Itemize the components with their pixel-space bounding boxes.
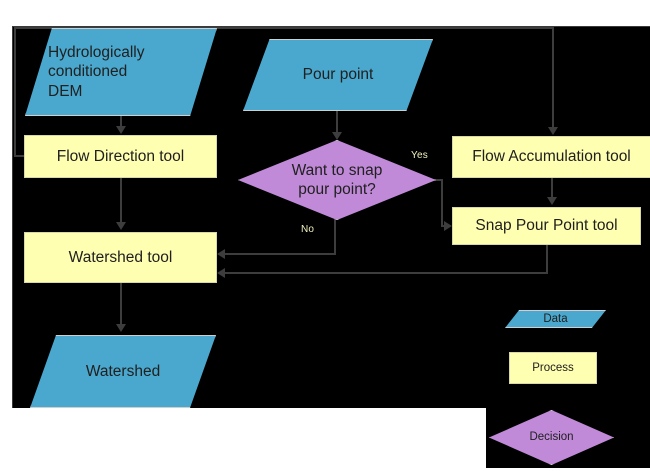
node-decision-text: Want to snap pour point? — [292, 161, 383, 200]
connector-yes-drop — [441, 179, 443, 226]
node-decision-line2: pour point? — [298, 181, 376, 198]
arrowhead-no-into-watershedtool — [217, 249, 225, 259]
node-watershed[interactable]: Watershed — [30, 335, 216, 408]
connector-snap-drop — [546, 245, 548, 273]
connector-top-rail — [14, 27, 554, 29]
connector-no-drop — [334, 219, 336, 255]
node-hydrologically-conditioned-dem[interactable]: Hydrologically conditioned DEM — [25, 28, 217, 116]
connector-flowdir-to-watershedtool — [120, 178, 122, 223]
arrowhead-flowaccum-to-snap — [547, 197, 557, 205]
connector-to-flow-accumulation — [552, 27, 554, 127]
arrowhead-flowdir-to-watershedtool — [116, 222, 126, 230]
connector-left-into-flowdir — [14, 155, 28, 157]
arrowhead-pourpoint-to-decision — [332, 132, 342, 140]
node-watershed-tool[interactable]: Watershed tool — [24, 232, 217, 283]
connector-snap-into-watershedtool — [222, 272, 548, 274]
node-flow-direction-label: Flow Direction tool — [56, 147, 185, 165]
node-watershed-label: Watershed — [85, 362, 161, 380]
edge-label-yes: Yes — [411, 150, 428, 161]
legend-decision-label: Decision — [529, 431, 574, 444]
arrowhead-snap-into-watershedtool — [217, 268, 225, 278]
node-dem-text: Hydrologically conditioned DEM — [48, 43, 206, 101]
legend-process-label: Process — [532, 361, 574, 374]
node-flow-accumulation-tool[interactable]: Flow Accumulation tool — [452, 136, 650, 178]
connector-no-into-watershedtool — [222, 253, 336, 255]
connector-watershedtool-to-watershed — [120, 283, 122, 325]
node-dem-line1: Hydrologically — [48, 43, 145, 61]
node-watershed-tool-label: Watershed tool — [68, 248, 173, 266]
connector-flowaccum-to-snap — [551, 178, 553, 198]
legend-data-label: Data — [543, 312, 568, 325]
connector-left-riser — [14, 27, 16, 157]
edge-label-no: No — [301, 224, 315, 235]
connector-pourpoint-to-decision — [336, 111, 338, 133]
node-flow-direction-tool[interactable]: Flow Direction tool — [24, 135, 217, 178]
arrowhead-to-flow-accumulation — [548, 127, 558, 135]
legend-item-process: Process — [509, 352, 597, 384]
arrowhead-watershedtool-to-watershed — [116, 324, 126, 332]
node-pour-point[interactable]: Pour point — [243, 39, 433, 111]
arrowhead-dem-to-flowdir — [116, 126, 126, 134]
node-dem-line2: conditioned — [48, 63, 128, 81]
legend-item-data: Data — [505, 310, 606, 328]
node-snap-pour-point-label: Snap Pour Point tool — [475, 217, 618, 235]
node-flow-accumulation-label: Flow Accumulation tool — [472, 148, 631, 166]
connector-yes-out — [430, 179, 443, 181]
node-dem-line3: DEM — [48, 82, 83, 100]
node-pour-point-label: Pour point — [302, 66, 374, 84]
connector-dem-to-flowdir — [120, 116, 122, 127]
node-snap-pour-point-tool[interactable]: Snap Pour Point tool — [452, 207, 641, 245]
arrowhead-yes-into-snap — [444, 221, 452, 231]
node-decision-line1: Want to snap — [291, 161, 383, 179]
